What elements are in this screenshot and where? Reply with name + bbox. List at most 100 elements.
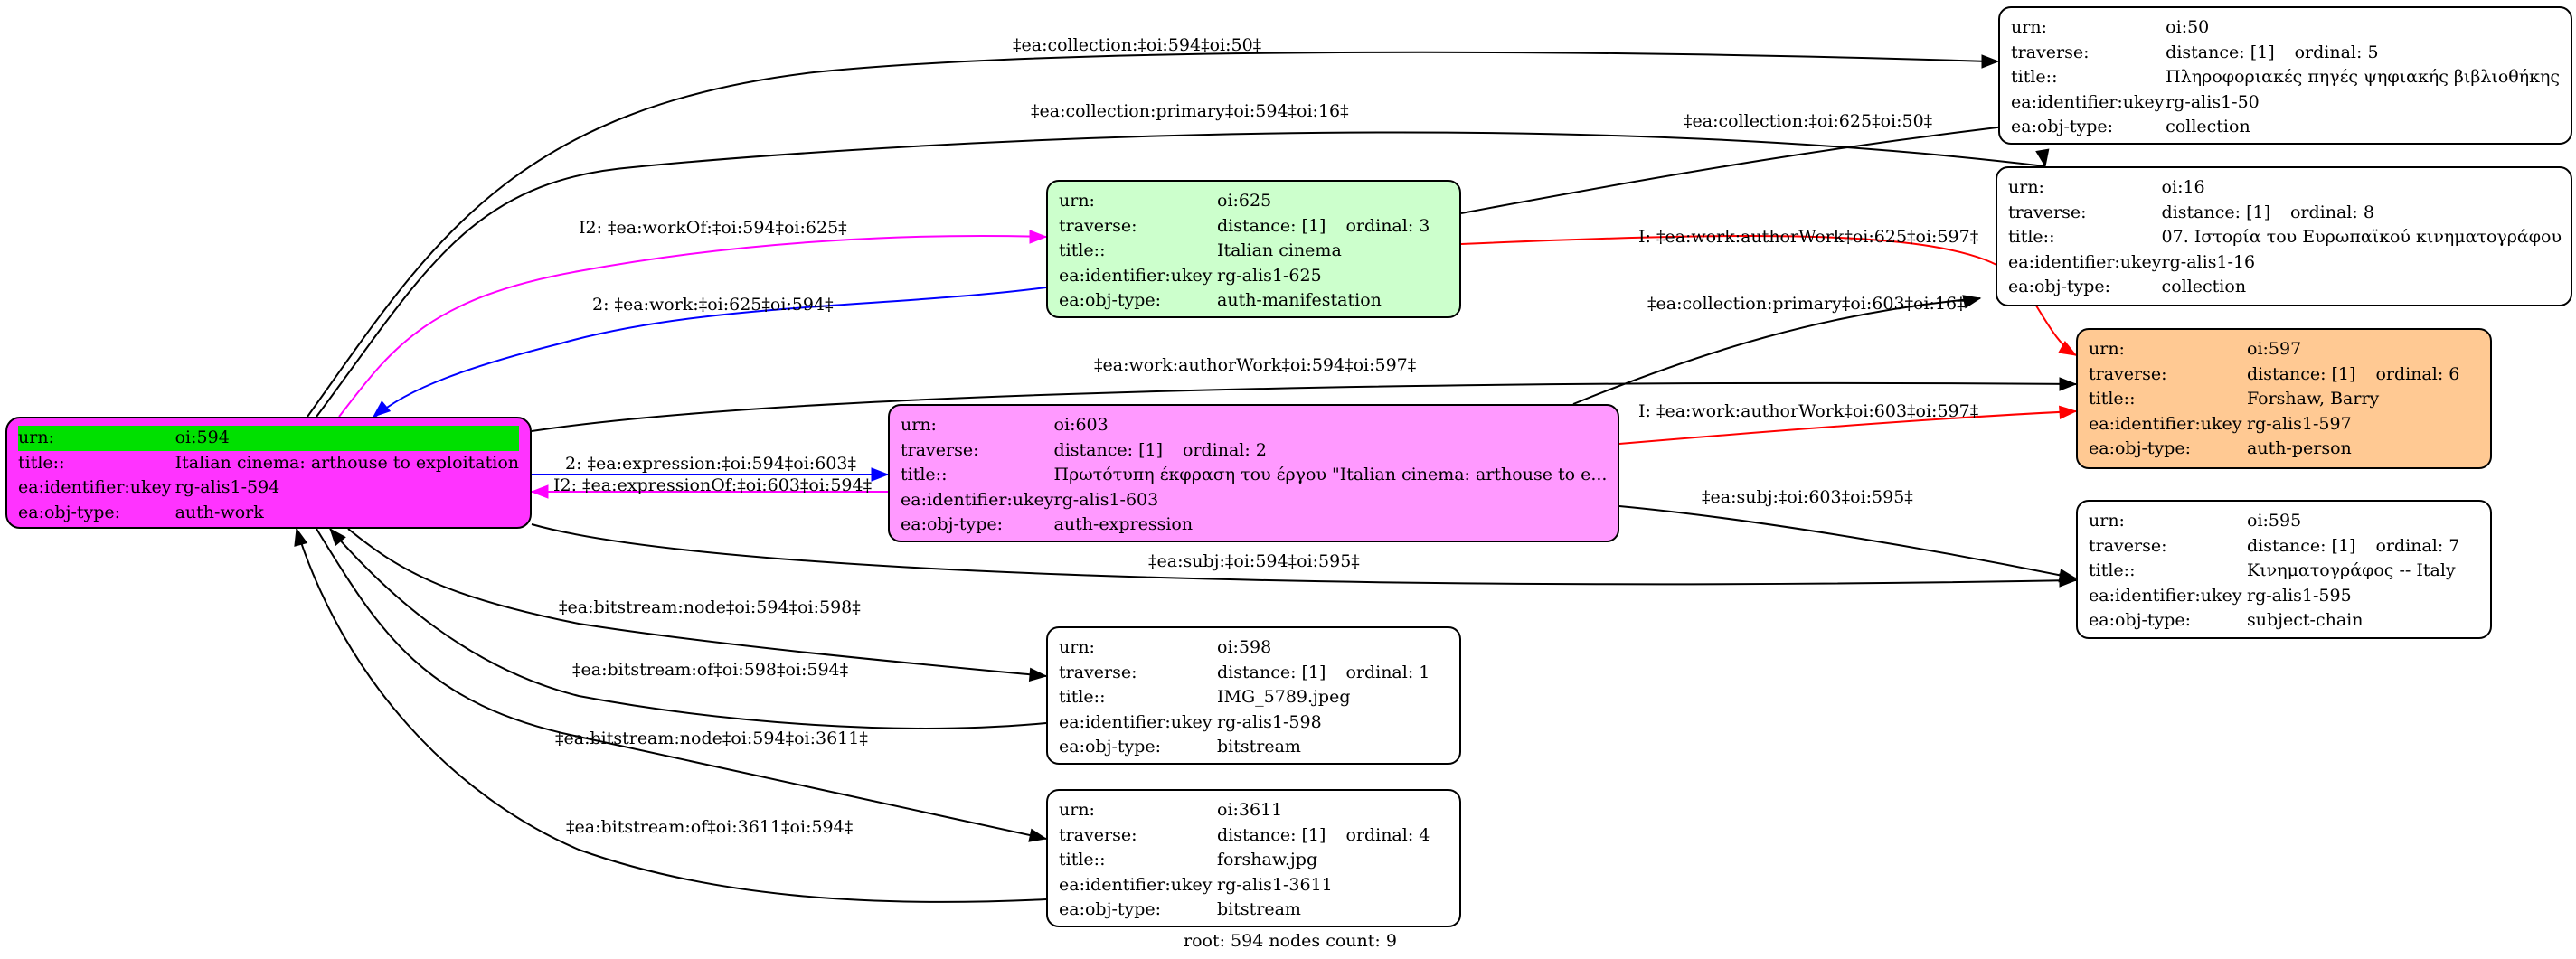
- edge-label: ‡ea:collection:primary‡oi:594‡oi:16‡: [1031, 101, 1349, 121]
- edge-arrowhead: [2035, 148, 2050, 168]
- field-value: rg-alis1-603: [1054, 488, 1608, 513]
- field-value: distance: [1] ordinal: 3: [1217, 214, 1430, 240]
- field-value: distance: [1] ordinal: 8: [2162, 201, 2562, 226]
- edge-label: ‡ea:bitstream:of‡oi:598‡oi:594‡: [572, 660, 848, 680]
- field-value-text: rg-alis1-603: [1053, 489, 1159, 510]
- field-value-text: IMG_5789.jpeg: [1217, 687, 1351, 707]
- node-field-row: ea:obj-type:auth-person: [2089, 437, 2459, 462]
- field-value: distance: [1]ordinal: 2: [1054, 438, 1608, 464]
- node-field-row: title::07. Ιστορία του Ευρωπαϊκού κινημα…: [2008, 225, 2562, 250]
- field-key: ea:identifier:ukey: [2011, 91, 2165, 112]
- node-field-row: ea:obj-type:bitstream: [1059, 898, 1430, 923]
- edge-label: ‡ea:subj:‡oi:594‡oi:595‡: [1148, 551, 1360, 571]
- field-key: urn:: [901, 415, 937, 435]
- edge-label: ‡ea:bitstream:of‡oi:3611‡oi:594‡: [566, 817, 853, 837]
- field-value-text: forshaw.jpg: [1217, 850, 1318, 870]
- field-value: rg-alis1-3611: [1217, 873, 1430, 898]
- edge-label: 2: ‡ea:expression:‡oi:594‡oi:603‡: [565, 454, 856, 474]
- field-value: distance: [1]ordinal: 4: [1217, 823, 1430, 849]
- field-value-text: oi:50: [2166, 17, 2210, 37]
- edge-line: [329, 528, 1047, 729]
- field-value-text: collection: [2161, 277, 2247, 296]
- field-value: rg-alis1-625: [1217, 264, 1430, 289]
- node-field-row: title::Forshaw, Barry: [2089, 387, 2459, 412]
- node-field-row: traverse:distance: [1]ordinal: 6: [2089, 362, 2459, 388]
- field-value-text: Forshaw, Barry: [2247, 389, 2380, 409]
- node-field-row: title::Πληροφοριακές πηγές ψηφιακής βιβλ…: [2011, 65, 2560, 90]
- field-value-text: rg-alis1-595: [2247, 585, 2352, 606]
- edge-label: ‡ea:work:authorWork‡oi:594‡oi:597‡: [1094, 355, 1416, 375]
- edge-arrowhead: [871, 467, 890, 482]
- field-value: Πρωτότυπη έκφραση του έργου "Italian cin…: [1054, 463, 1608, 488]
- field-value: 07. Ιστορία του Ευρωπαϊκού κινηματογράφο…: [2162, 225, 2562, 250]
- field-value-text: Κινηματογράφος -- Italy: [2247, 560, 2456, 580]
- field-value-text: oi:594: [175, 428, 230, 447]
- edge-label: I: ‡ea:work:authorWork‡oi:625‡oi:597‡: [1638, 227, 1978, 247]
- node-field-row: urn:oi:594: [18, 426, 519, 451]
- field-key: title::: [2008, 227, 2055, 247]
- edge-label: ‡ea:bitstream:node‡oi:594‡oi:598‡: [559, 597, 861, 617]
- field-key: ea:obj-type:: [1059, 737, 1162, 757]
- edge-line: [307, 51, 1990, 418]
- field-value-text: rg-alis1-16: [2161, 251, 2256, 272]
- field-value-text: distance: [1]: [1217, 215, 1326, 236]
- field-value-text: distance: [1]: [2247, 363, 2356, 384]
- edge-line: [1460, 234, 2077, 356]
- field-value-ordinal: ordinal: 3: [1345, 215, 1430, 236]
- field-key: urn:: [2089, 339, 2125, 359]
- node-field-row: title::IMG_5789.jpeg: [1059, 685, 1430, 710]
- edge-line: [1460, 121, 2044, 214]
- field-value: oi:603: [1054, 413, 1608, 438]
- field-key: traverse:: [1059, 215, 1137, 236]
- field-value-text: auth-person: [2247, 438, 2352, 458]
- field-key: title::: [1059, 240, 1106, 260]
- field-value-text: Πληροφοριακές πηγές ψηφιακής βιβλιοθήκης: [2166, 67, 2560, 87]
- edge-label: ‡ea:collection:primary‡oi:603‡oi:16‡: [1647, 294, 1966, 314]
- field-value: Πληροφοριακές πηγές ψηφιακής βιβλιοθήκης: [2166, 65, 2560, 90]
- field-value: collection: [2162, 275, 2562, 300]
- node-field-row: ea:obj-type:subject-chain: [2089, 608, 2459, 634]
- field-key: ea:obj-type:: [1059, 290, 1162, 310]
- edge-line: [1572, 297, 1981, 405]
- field-value: auth-person: [2247, 437, 2459, 462]
- edge-arrowhead: [1028, 667, 1048, 682]
- field-value-ordinal: ordinal: 1: [1345, 662, 1430, 682]
- node-field-row: traverse: distance: [1] ordinal: 8: [2008, 201, 2562, 226]
- field-value-text: oi:603: [1053, 415, 1109, 435]
- field-value: oi:16: [2162, 175, 2562, 201]
- edge-line: [531, 523, 2077, 586]
- node-field-row: ea:obj-type:collection: [2011, 115, 2560, 140]
- field-value-text: distance: [1]: [2161, 202, 2270, 222]
- node-field-row: traverse:distance: [1]ordinal: 5: [2011, 41, 2560, 66]
- node-field-row: ea:obj-type:bitstream: [1059, 735, 1430, 760]
- field-value: distance: [1] ordinal: 6: [2247, 362, 2459, 388]
- edge-arrowhead: [2059, 377, 2078, 391]
- node-field-row: traverse:distance: [1]ordinal: 1: [1059, 661, 1430, 686]
- field-value-ordinal: ordinal: 8: [2289, 202, 2374, 222]
- field-key: traverse:: [2008, 202, 2087, 222]
- field-value: auth-manifestation: [1217, 288, 1430, 314]
- field-value: oi:598: [1217, 635, 1430, 661]
- node-field-row: ea:obj-type:auth-expression: [901, 512, 1607, 538]
- field-value-text: auth-work: [175, 502, 264, 522]
- field-value: Κινηματογράφος -- Italy: [2247, 559, 2459, 584]
- graph-footer: root: 594 nodes count: 9: [1184, 931, 1397, 951]
- field-key: ea:obj-type:: [2008, 277, 2111, 296]
- field-value-ordinal: ordinal: 4: [1345, 824, 1430, 845]
- field-value-ordinal: ordinal: 6: [2375, 363, 2460, 384]
